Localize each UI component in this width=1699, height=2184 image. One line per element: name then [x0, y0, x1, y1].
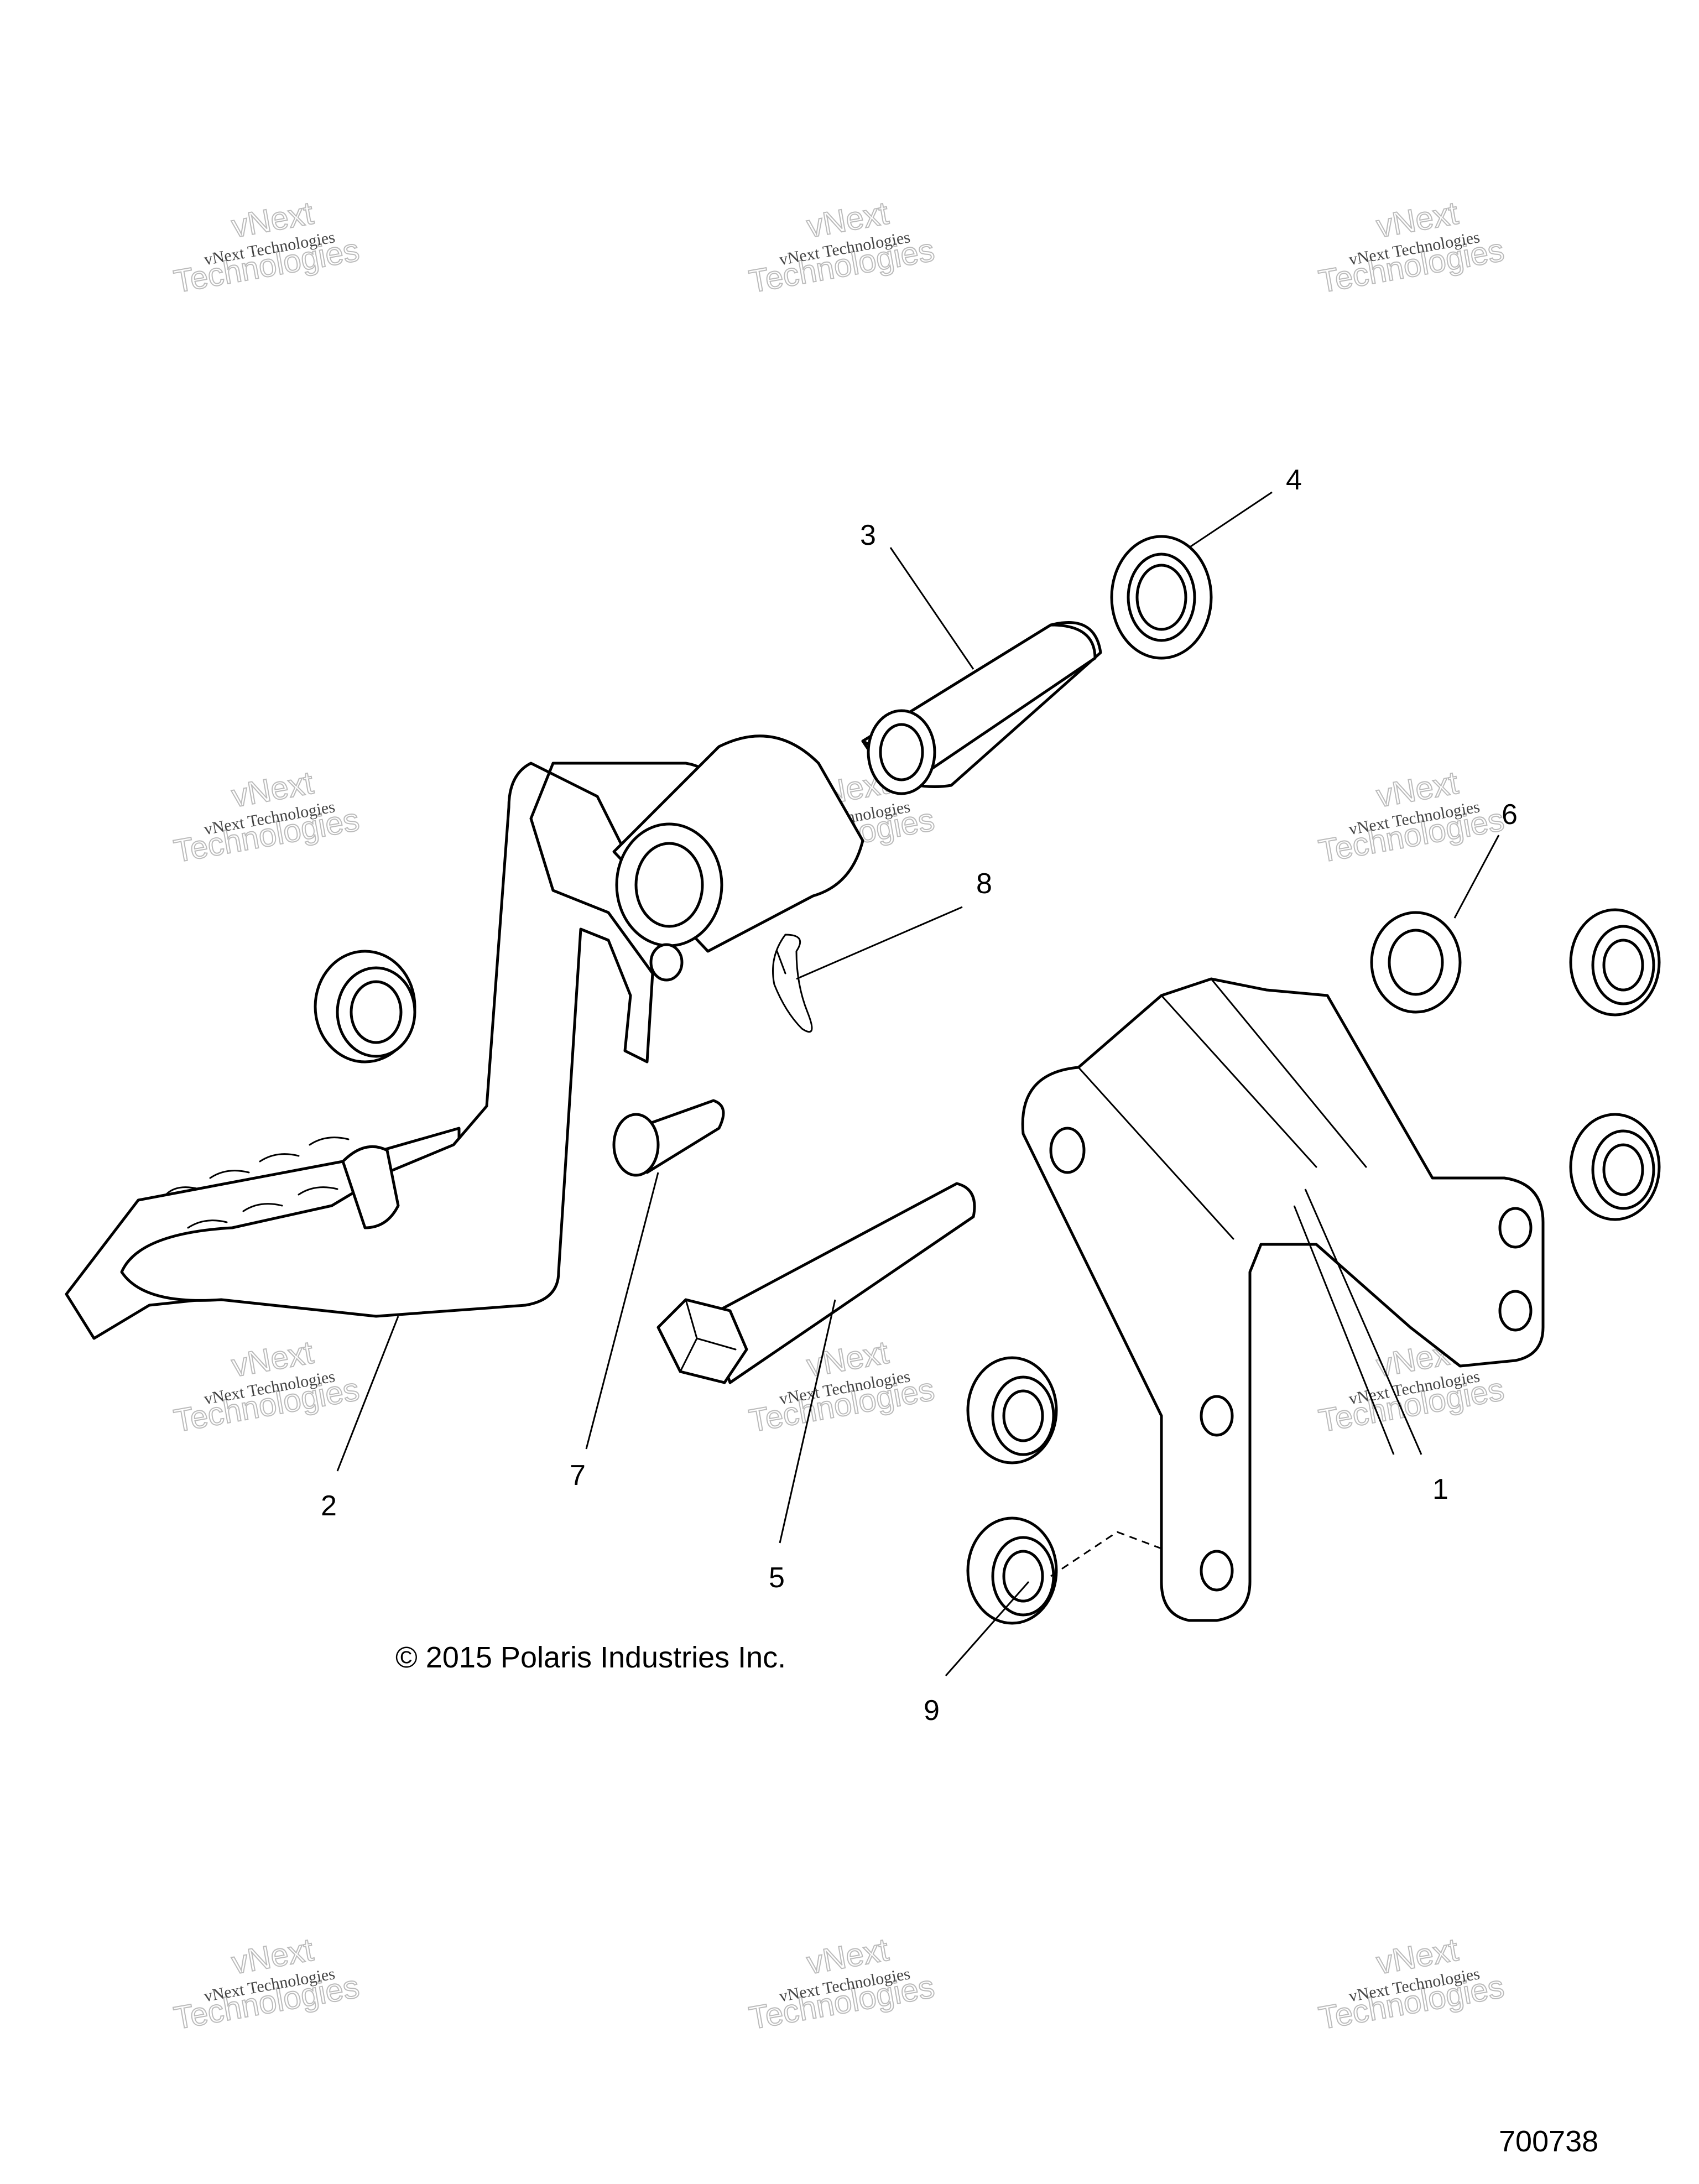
pivot-tube	[861, 621, 1102, 795]
flange-nut	[1569, 908, 1661, 1017]
watermark: vNext Technologies vNext Technologies	[171, 764, 363, 870]
flange-nut	[966, 1356, 1058, 1464]
figure-number: 700738	[1499, 2125, 1598, 2158]
flange-nut	[966, 1516, 1058, 1625]
callout-6: 6	[1502, 799, 1518, 831]
flanged-bushing	[1110, 535, 1213, 660]
watermark: vNext Technologies vNext Technologies	[171, 1334, 363, 1440]
callout-1: 1	[1432, 1473, 1448, 1505]
callout-4: 4	[1286, 464, 1302, 496]
copyright-notice: © 2015 Polaris Industries Inc.	[395, 1641, 786, 1674]
watermark: vNext Technologies vNext Technologies	[746, 195, 938, 300]
callout-8: 8	[976, 868, 992, 900]
watermark: vNext Technologies vNext Technologies	[171, 195, 363, 300]
hex-bolt	[656, 1182, 976, 1384]
assembly-dashed-line	[1050, 1531, 1162, 1577]
watermark: vNext Technologies vNext Technologies	[1316, 1931, 1508, 2037]
flange-nut	[1370, 911, 1462, 1014]
watermark: vNext Technologies vNext Technologies	[1316, 195, 1508, 300]
callout-7: 7	[570, 1460, 586, 1492]
leader-lines	[336, 491, 1500, 1676]
callout-3: 3	[860, 519, 876, 551]
watermark: vNext Technologies vNext Technologies	[1316, 764, 1508, 870]
brake-pedal-arm	[65, 734, 864, 1340]
clevis-pin	[612, 1099, 725, 1177]
callout-2: 2	[321, 1490, 337, 1522]
flange-nut	[1569, 1113, 1661, 1221]
watermark: vNext Technologies vNext Technologies	[171, 1931, 363, 2037]
hair-pin-clip	[772, 934, 813, 1033]
mounting-bracket	[1021, 977, 1545, 1622]
callout-5: 5	[769, 1562, 785, 1594]
bushing-left	[314, 950, 416, 1064]
callout-9: 9	[924, 1695, 940, 1727]
watermark: vNext Technologies vNext Technologies	[746, 1931, 938, 2037]
